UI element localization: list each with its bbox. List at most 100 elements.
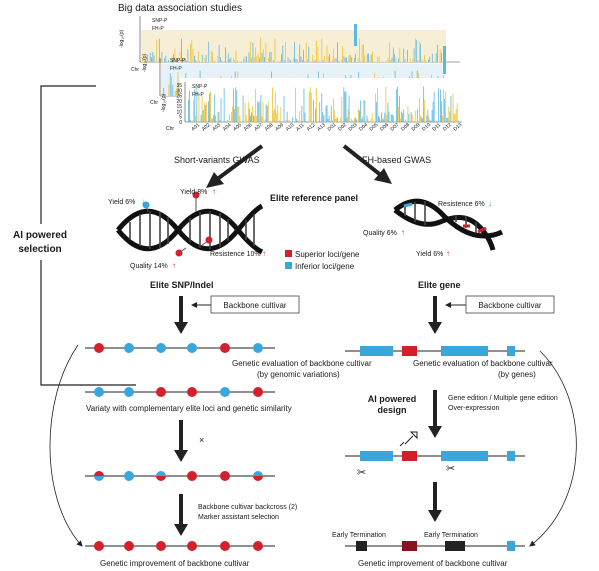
manhattan-chromosome-label: D10: [421, 122, 432, 133]
manhattan-back-mark: [257, 53, 259, 62]
manhattan-front-mark: [399, 96, 400, 122]
manhattan-front-mark: [356, 119, 357, 122]
manhattan-front-mark: [380, 120, 381, 122]
snp-trait-quality: Quality 14%: [130, 263, 168, 270]
manhattan-back-mark: [288, 59, 290, 62]
manhattan-front-mark: [289, 121, 291, 122]
manhattan-back-mark: [290, 60, 291, 62]
manhattan-back-mark: [378, 56, 380, 62]
manhattan-back-mark: [153, 55, 155, 62]
manhattan-back-mark: [318, 60, 320, 62]
manhattan-front-mark: [198, 93, 200, 122]
manhattan-ytick: 25: [176, 94, 182, 100]
manhattan-back-mark: [404, 59, 406, 62]
manhattan-back-mark: [142, 57, 143, 62]
manhattan-back-mark: [312, 54, 314, 62]
manhattan-back-mark: [165, 55, 167, 62]
manhattan-front-mark: [343, 87, 345, 122]
manhattan-front-mark: [331, 120, 333, 122]
manhattan-back-mark: [192, 49, 194, 62]
manhattan-front-mark: [378, 116, 379, 122]
snp-dna-helix: [116, 191, 264, 257]
manhattan-back-mark: [205, 54, 207, 62]
left-improve-label: Genetic improvement of backbone cultivar: [100, 559, 250, 568]
manhattan-front-mark: [323, 115, 325, 122]
manhattan-front-mark: [453, 113, 455, 122]
manhattan-middle-mark: [171, 76, 172, 96]
manhattan-back-mark: [225, 47, 226, 62]
manhattan-back-mark: [395, 57, 397, 62]
manhattan-back-mark: [230, 57, 232, 62]
manhattan-ytick: 20: [176, 99, 182, 105]
manhattan-back-mark: [152, 51, 154, 62]
manhattan-back-mark: [299, 44, 301, 62]
manhattan-front-mark: [292, 117, 293, 122]
manhattan-front-mark: [200, 114, 202, 122]
left-row3-loci: [94, 471, 263, 481]
manhattan-front-mark: [308, 91, 310, 122]
manhattan-front-mark: [287, 120, 289, 122]
manhattan-front-mark: [379, 117, 380, 122]
manhattan-front-mark: [272, 87, 273, 122]
manhattan-front-mark: [327, 119, 329, 122]
manhattan-front-mark: [446, 118, 448, 122]
manhattan-front-mark: [382, 118, 384, 122]
manhattan-front-mark: [255, 88, 257, 122]
manhattan-front-mark: [190, 120, 191, 122]
manhattan-front-mark: [205, 102, 207, 122]
manhattan-front-mark: [400, 118, 401, 122]
manhattan-back-mark: [437, 44, 438, 62]
ai-selection-bracket: AI powered selection: [12, 85, 136, 386]
manhattan-plot-back: -log₁₀(p) SNP-P FH-P Chr: [119, 16, 460, 73]
manhattan-front-mark: [427, 109, 429, 122]
manhattan-back-mark: [386, 60, 388, 62]
manhattan-front-mark: [385, 86, 387, 122]
manhattan-front-mark: [259, 100, 261, 122]
manhattan-back-mark: [188, 60, 190, 62]
manhattan-chromosome-label: D06: [379, 122, 390, 133]
manhattan-back-mark: [307, 59, 308, 62]
elite-reference-panel-title: Elite reference panel: [270, 193, 358, 203]
manhattan-front-mark: [189, 90, 190, 122]
manhattan-front-mark: [403, 109, 405, 122]
manhattan-front-mark: [318, 121, 320, 122]
manhattan-front-mark: [301, 105, 303, 122]
manhattan-chromosome-label: D03: [348, 122, 359, 133]
manhattan-back-mark: [301, 59, 303, 62]
gene-dna-helix: [393, 198, 504, 251]
manhattan-front-mark: [276, 113, 278, 122]
manhattan-front-mark: [212, 118, 213, 122]
manhattan-back-mark: [340, 59, 342, 62]
manhattan-back-mark: [281, 54, 282, 62]
manhattan-back-mark: [269, 52, 271, 62]
manhattan-back-mark: [148, 60, 150, 62]
manhattan-front-mark: [219, 120, 221, 122]
manhattan-back-mark: [420, 43, 421, 62]
manhattan-back-mark: [313, 60, 315, 62]
manhattan-back-mark: [265, 42, 267, 62]
manhattan-front-mark: [267, 101, 269, 122]
manhattan-back-mark: [433, 61, 434, 62]
manhattan-front-mark: [430, 120, 432, 122]
header-title: Big data association studies: [118, 3, 242, 14]
manhattan-back-mark: [403, 48, 405, 62]
manhattan-front-mark: [366, 115, 368, 122]
manhattan-front-mark: [416, 109, 418, 122]
left-cross-symbol: ×: [199, 435, 204, 445]
manhattan-front-mark: [352, 120, 354, 122]
right-term2-label: Early Termination: [424, 532, 478, 539]
manhattan-front-mark: [192, 120, 194, 122]
manhattan-back-mark: [387, 57, 389, 62]
manhattan-chromosome-label: D01: [327, 122, 338, 133]
manhattan-back-mark: [308, 46, 310, 62]
svg-text:✂: ✂: [357, 467, 366, 479]
manhattan-front-mark: [321, 93, 323, 122]
manhattan-back-mark: [327, 56, 329, 62]
manhattan-back-mark: [144, 58, 146, 62]
manhattan-chromosome-label: D02: [337, 122, 348, 133]
manhattan-front-mark: [456, 102, 458, 122]
manhattan-chromosome-label: D13: [452, 122, 463, 133]
manhattan-back-mark: [174, 48, 176, 62]
manhattan-ylabel-back: -log₁₀(p): [119, 29, 125, 48]
manhattan-front-mark: [241, 121, 243, 122]
